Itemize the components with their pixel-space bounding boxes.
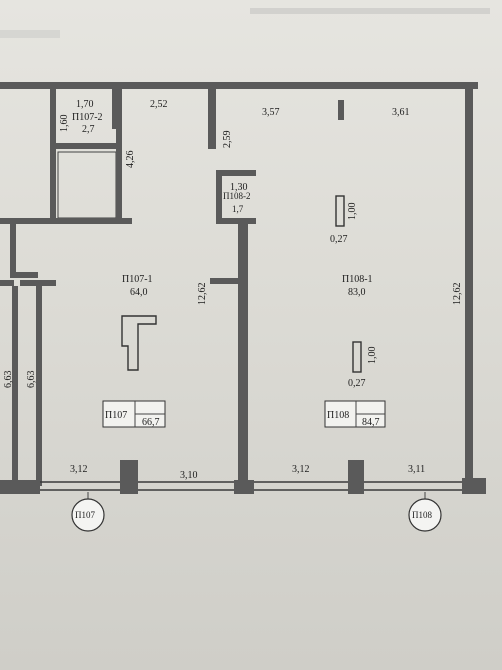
wall-left-d	[20, 280, 56, 286]
dim-6-63-b: 6,63	[26, 371, 37, 389]
dim-3-61: 3,61	[392, 107, 410, 118]
bottom-pier-4	[462, 478, 486, 494]
dim-3-11: 3,11	[408, 464, 425, 475]
room-name-108-1: П108-1	[342, 274, 373, 285]
room-area-108-2: 1,7	[232, 204, 244, 214]
axis-marker-107	[71, 498, 105, 532]
axis-label-108: П108	[412, 510, 432, 520]
dim-3-12-right: 3,12	[292, 464, 310, 475]
column-top	[335, 195, 345, 227]
wall-108-2-left	[216, 170, 222, 220]
dim-1-60: 1,60	[59, 115, 70, 133]
dim-1-30: 1,30	[230, 182, 248, 193]
dim-0-27-top: 0,27	[330, 234, 348, 245]
wall-left-e	[12, 286, 18, 486]
axis-label-107: П107	[75, 510, 95, 520]
room-name-108-2: П108-2	[223, 191, 251, 201]
dim-3-12-left: 3,12	[70, 464, 88, 475]
wall-stub-107-1	[210, 278, 240, 284]
bottom-pier-1	[120, 460, 138, 494]
room-area-108-1: 83,0	[348, 287, 366, 298]
room-area-107-2: 2,7	[82, 124, 95, 135]
dim-1-00-bottom: 1,00	[367, 347, 378, 365]
room-area-107-1: 64,0	[130, 287, 148, 298]
wall-vertical-107-2	[116, 89, 122, 224]
column-bottom	[352, 341, 362, 373]
dim-2-52: 2,52	[150, 99, 168, 110]
axis-marker-108	[408, 498, 442, 532]
dim-0-27-bottom: 0,27	[348, 378, 366, 389]
dim-3-57: 3,57	[262, 107, 280, 118]
wall-108-2-top	[216, 170, 256, 176]
column-107	[121, 315, 157, 371]
dim-4-26: 4,26	[125, 151, 136, 169]
unit-area-107: 66,7	[142, 417, 160, 428]
dim-12-62-left: 12,62	[197, 283, 208, 306]
shaft	[57, 151, 117, 219]
wall-small-room-left	[50, 89, 56, 219]
wall-horizontal-left	[0, 218, 132, 224]
right-wall	[465, 89, 473, 489]
room-name-107-2: П107-2	[72, 112, 103, 123]
background-print-through	[0, 8, 490, 38]
dim-1-70: 1,70	[76, 99, 94, 110]
bottom-wall-1	[0, 480, 40, 494]
top-wall	[0, 82, 478, 89]
room-name-107-1: П107-1	[122, 274, 153, 285]
unit-area-108: 84,7	[362, 417, 380, 428]
dim-6-63-a: 6,63	[3, 371, 14, 389]
wall-left-c	[0, 280, 14, 286]
unit-name-107: П107	[105, 410, 127, 421]
dim-1-00-top: 1,00	[347, 203, 358, 221]
dim-3-10: 3,10	[180, 470, 198, 481]
wall-horizontal	[52, 143, 116, 149]
wall-stub-108-1	[338, 100, 344, 120]
unit-name-108: П108	[327, 410, 349, 421]
bottom-pier-2	[234, 480, 254, 494]
bottom-pier-3	[348, 460, 364, 494]
dim-12-62-right: 12,62	[452, 283, 463, 306]
wall-divider-top	[208, 89, 216, 149]
wall-left-a	[10, 224, 16, 274]
dim-2-59: 2,59	[222, 131, 233, 149]
wall-left-f	[36, 286, 42, 486]
wall-divider-main	[238, 218, 248, 488]
wall-108-2-bottom	[216, 218, 256, 224]
wall-left-b	[10, 272, 38, 278]
